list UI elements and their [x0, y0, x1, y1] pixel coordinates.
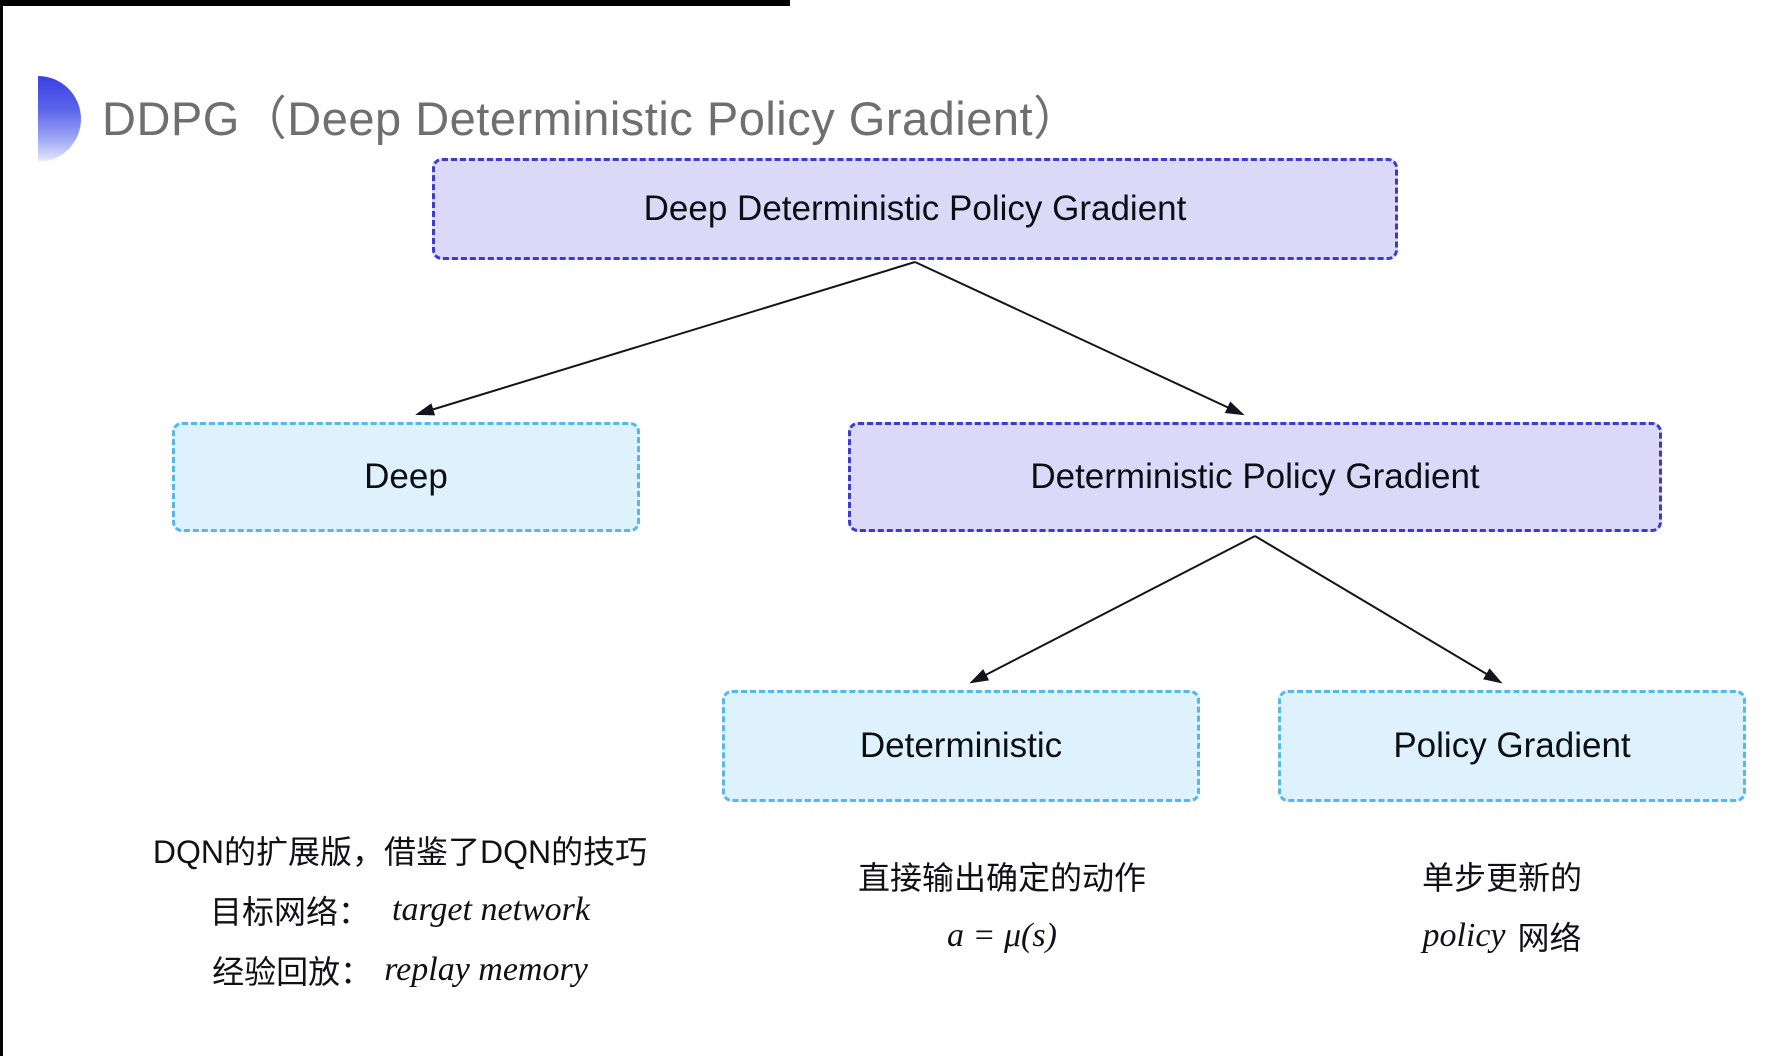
node-deep-label: Deep: [364, 457, 448, 496]
page-title: DDPG（Deep Deterministic Policy Gradient）: [102, 92, 1081, 145]
note-policy-gradient-line2-rest: 网络: [1517, 920, 1582, 956]
note-deep-line3-label: 经验回放：: [212, 954, 373, 990]
node-deep: Deep: [172, 422, 640, 532]
node-policy-gradient: Policy Gradient: [1278, 690, 1746, 802]
note-deep-line3: 经验回放： replay memory: [212, 940, 588, 1000]
note-deep-line1: DQN的扩展版，借鉴了DQN的技巧: [152, 834, 648, 870]
node-dpg: Deterministic Policy Gradient: [848, 422, 1662, 532]
node-root-label: Deep Deterministic Policy Gradient: [643, 189, 1187, 228]
node-root: Deep Deterministic Policy Gradient: [432, 158, 1398, 260]
arrow-dpg-to-policy-gradient: [1254, 535, 1503, 684]
title-bullet-icon: [38, 76, 81, 162]
note-deterministic: 直接输出确定的动作 a = μ(s): [802, 846, 1202, 966]
note-policy-gradient-line1: 单步更新的: [1421, 860, 1582, 896]
note-deep-line2-value: target network: [392, 891, 590, 928]
note-deterministic-formula: a = μ(s): [947, 917, 1057, 954]
note-policy-gradient-line2-italic: policy: [1422, 917, 1506, 954]
node-dpg-label: Deterministic Policy Gradient: [1030, 457, 1480, 496]
arrow-root-to-deep: [415, 261, 916, 416]
note-deep-line3-value: replay memory: [384, 951, 588, 988]
note-policy-gradient: 单步更新的 policy 网络: [1302, 846, 1702, 966]
note-deep-line2-label: 目标网络：: [209, 894, 370, 930]
note-deep: DQN的扩展版，借鉴了DQN的技巧 目标网络： target network 经…: [110, 820, 690, 1000]
top-edge-bar: [0, 0, 790, 6]
node-deterministic: Deterministic: [722, 690, 1200, 802]
node-deterministic-label: Deterministic: [859, 726, 1063, 765]
note-deterministic-line1: 直接输出确定的动作: [857, 860, 1146, 896]
left-edge-bar: [0, 0, 3, 1056]
arrow-root-to-dpg: [914, 261, 1245, 416]
note-deep-line2: 目标网络： target network: [210, 880, 590, 940]
node-policy-gradient-label: Policy Gradient: [1393, 726, 1631, 765]
note-policy-gradient-line2: policy 网络: [1422, 906, 1581, 966]
arrow-dpg-to-deterministic: [969, 535, 1256, 684]
